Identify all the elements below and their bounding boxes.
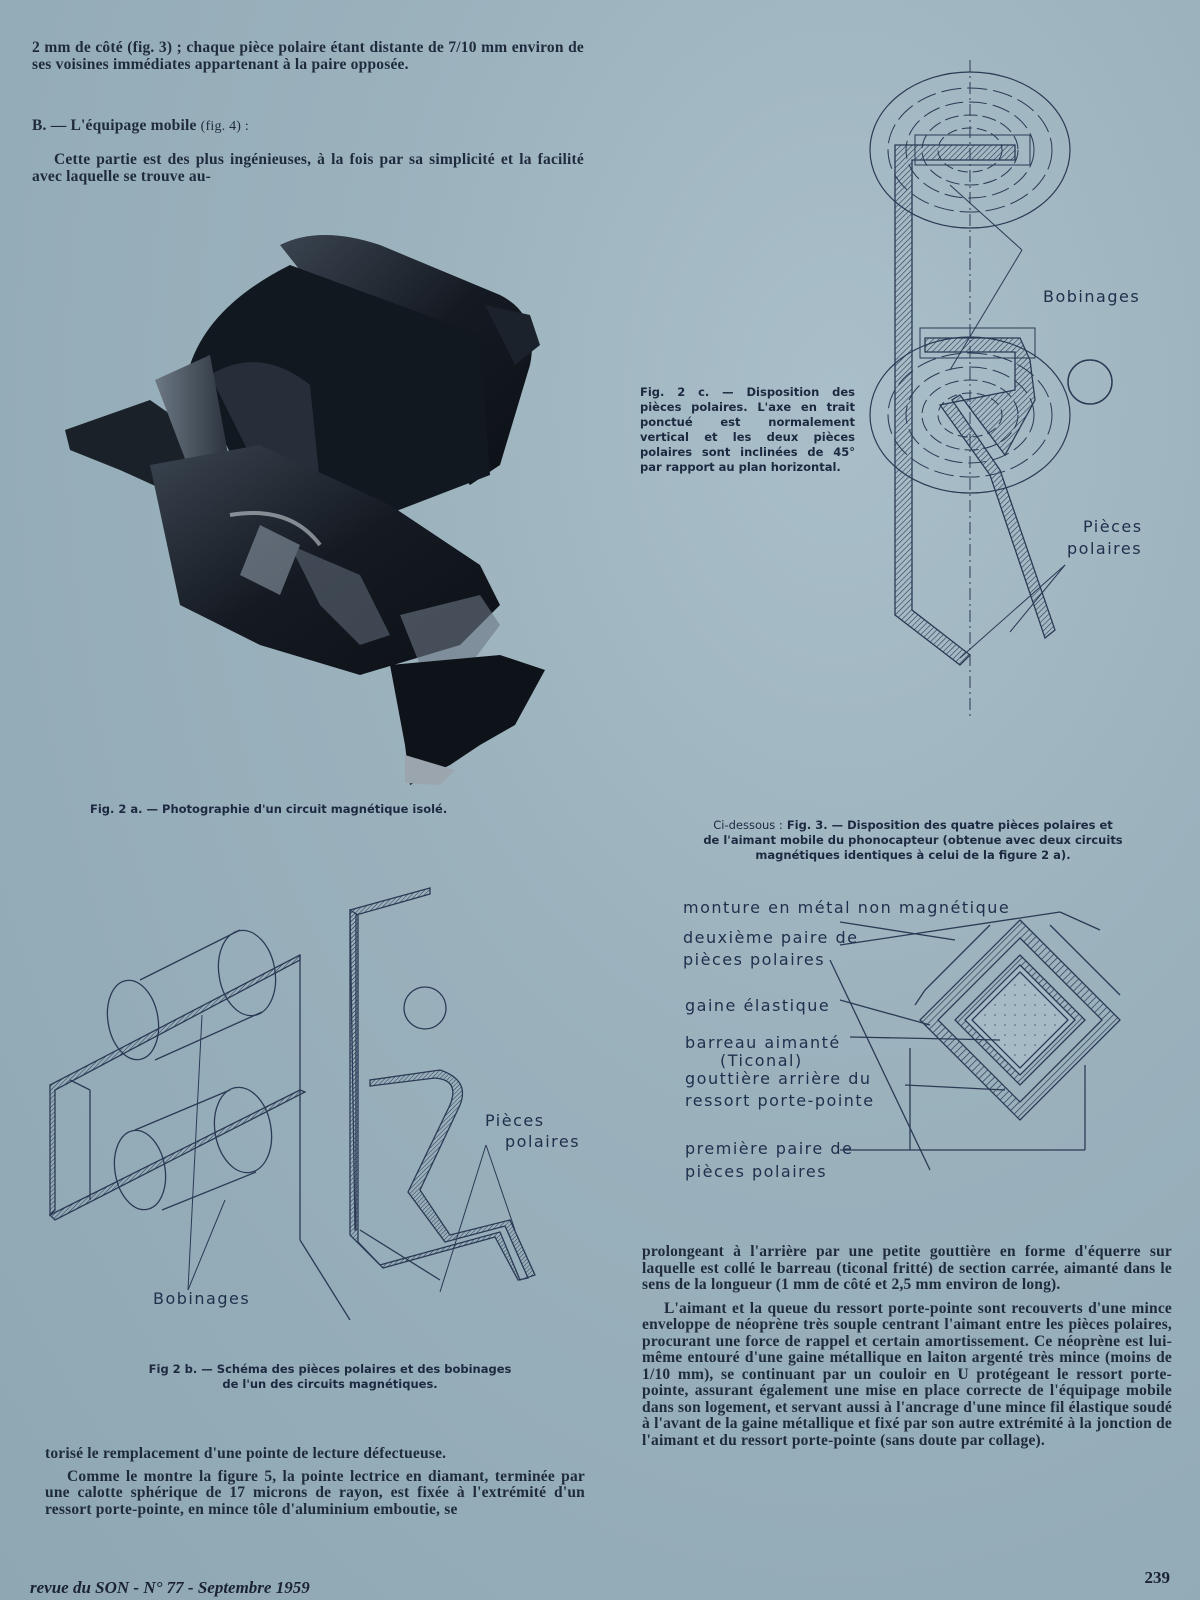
fig2c-caption: Fig. 2 c. — Disposition des pièces polai… bbox=[640, 385, 855, 474]
section-heading: B. — L'équipage mobile (fig. 4) : bbox=[32, 117, 584, 136]
fig3-caption-prefix: Ci-dessous : bbox=[713, 818, 783, 832]
fig3-label-monture: monture en métal non magnétique bbox=[683, 898, 1011, 917]
fig3-caption-line1: Fig. 3. — Disposition des quatre pièces … bbox=[786, 818, 1113, 832]
bottom-left-text: torisé le remplacement d'une pointe de l… bbox=[45, 1445, 585, 1518]
fig3-label-premiere: première paire de bbox=[685, 1139, 854, 1158]
section-text: Cette partie est des plus ingénieuses, à… bbox=[32, 151, 584, 185]
fig3-label-deuxieme: deuxième paire de bbox=[683, 928, 859, 947]
fig2b-label-polaires: polaires bbox=[505, 1132, 581, 1151]
bottom-left-para1: torisé le remplacement d'une pointe de l… bbox=[45, 1445, 447, 1462]
section-title: B. — L'équipage mobile bbox=[32, 117, 197, 134]
fig3-caption-line3: magnétiques identiques à celui de la fig… bbox=[755, 848, 1071, 862]
fig2b-caption: Fig 2 b. — Schéma des pièces polaires et… bbox=[80, 1362, 580, 1392]
fig2a-photo bbox=[65, 235, 545, 785]
fig3-label-gouttiere: gouttière arrière du bbox=[685, 1069, 872, 1088]
fig3-label-pieces2: pièces polaires bbox=[683, 950, 826, 969]
fig3-label-gaine: gaine élastique bbox=[685, 996, 831, 1015]
page-footer: revue du SON - N° 77 - Septembre 1959 bbox=[30, 1578, 310, 1597]
fig3-label-pieces1: pièces polaires bbox=[685, 1162, 828, 1181]
fig2b-caption-line2: de l'un des circuits magnétiques. bbox=[222, 1377, 438, 1391]
fig2b-label-bobinages: Bobinages bbox=[153, 1289, 251, 1308]
fig2b-label-pieces: Pièces bbox=[485, 1111, 545, 1130]
fig2c-diagram bbox=[869, 60, 1113, 720]
fig2c-label-pieces: Pièces bbox=[1083, 517, 1143, 536]
intro-text: 2 mm de côté (fig. 3) ; chaque pièce pol… bbox=[32, 39, 584, 73]
bottom-right-para1: prolongeant à l'arrière par une petite g… bbox=[642, 1243, 1172, 1293]
section-paragraph: Cette partie est des plus ingénieuses, à… bbox=[32, 151, 584, 185]
fig2a-caption: Fig. 2 a. — Photographie d'un circuit ma… bbox=[90, 802, 448, 816]
fig3-caption: Ci-dessous : Fig. 3. — Disposition des q… bbox=[643, 818, 1183, 863]
fig3-label-ticonal: (Ticonal) bbox=[720, 1051, 803, 1070]
fig3-label-barreau: barreau aimanté bbox=[685, 1033, 841, 1052]
fig2b-caption-line1: Fig 2 b. — Schéma des pièces polaires et… bbox=[148, 1362, 512, 1376]
bottom-left-para2: Comme le montre la figure 5, la pointe l… bbox=[45, 1467, 585, 1518]
fig3-diagram bbox=[829, 911, 1121, 1171]
section-fig-ref: (fig. 4) : bbox=[200, 119, 249, 134]
fig3-label-ressort: ressort porte-pointe bbox=[685, 1091, 875, 1110]
page-number: 239 bbox=[1144, 1568, 1171, 1587]
bottom-right-para2: L'aimant et la queue du ressort porte-po… bbox=[642, 1299, 1172, 1449]
bottom-right-text: prolongeant à l'arrière par une petite g… bbox=[642, 1243, 1172, 1449]
fig2c-label-polaires: polaires bbox=[1067, 539, 1143, 558]
intro-paragraph: 2 mm de côté (fig. 3) ; chaque pièce pol… bbox=[32, 39, 584, 73]
fig2b-diagram bbox=[48, 887, 536, 1321]
fig3-caption-line2: de l'aimant mobile du phonocapteur (obte… bbox=[703, 833, 1123, 847]
fig2c-label-bobinages: Bobinages bbox=[1043, 287, 1141, 306]
